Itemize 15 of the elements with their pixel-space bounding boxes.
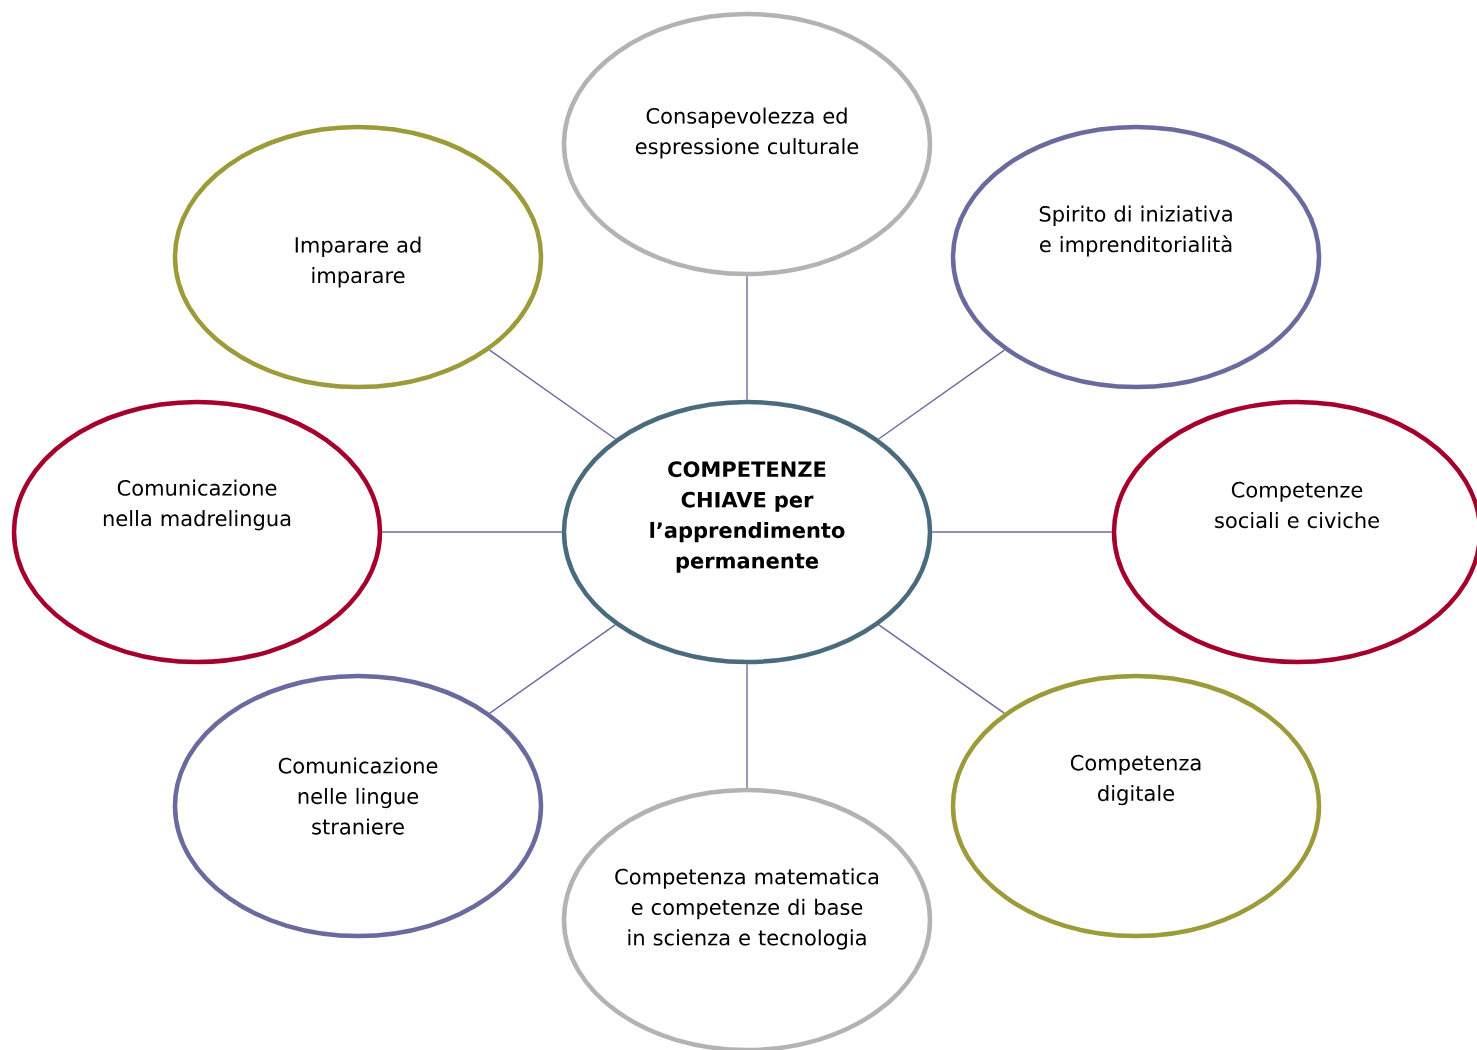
connector-line bbox=[877, 349, 1006, 440]
connector-line bbox=[746, 275, 748, 401]
ellipse-node: COMPETENZE CHIAVE per l’apprendimento permanente bbox=[561, 399, 933, 665]
ellipse-node: Consapevolezza ed espressione culturale bbox=[561, 11, 933, 277]
connector-line bbox=[931, 531, 1113, 533]
connector-line bbox=[488, 349, 617, 440]
connector-line bbox=[381, 531, 563, 533]
ellipse-node: Spirito di iniziativa e imprenditorialità bbox=[950, 124, 1322, 390]
connector-line bbox=[878, 624, 1005, 714]
ellipse-node: Comunicazione nella madrelingua bbox=[11, 399, 383, 665]
ellipse-node: Competenza digitale bbox=[950, 673, 1322, 939]
connector-line bbox=[489, 624, 616, 714]
connector-line bbox=[746, 663, 748, 789]
ellipse-node: Comunicazione nelle lingue straniere bbox=[172, 673, 544, 939]
ellipse-node: Imparare ad imparare bbox=[172, 124, 544, 390]
